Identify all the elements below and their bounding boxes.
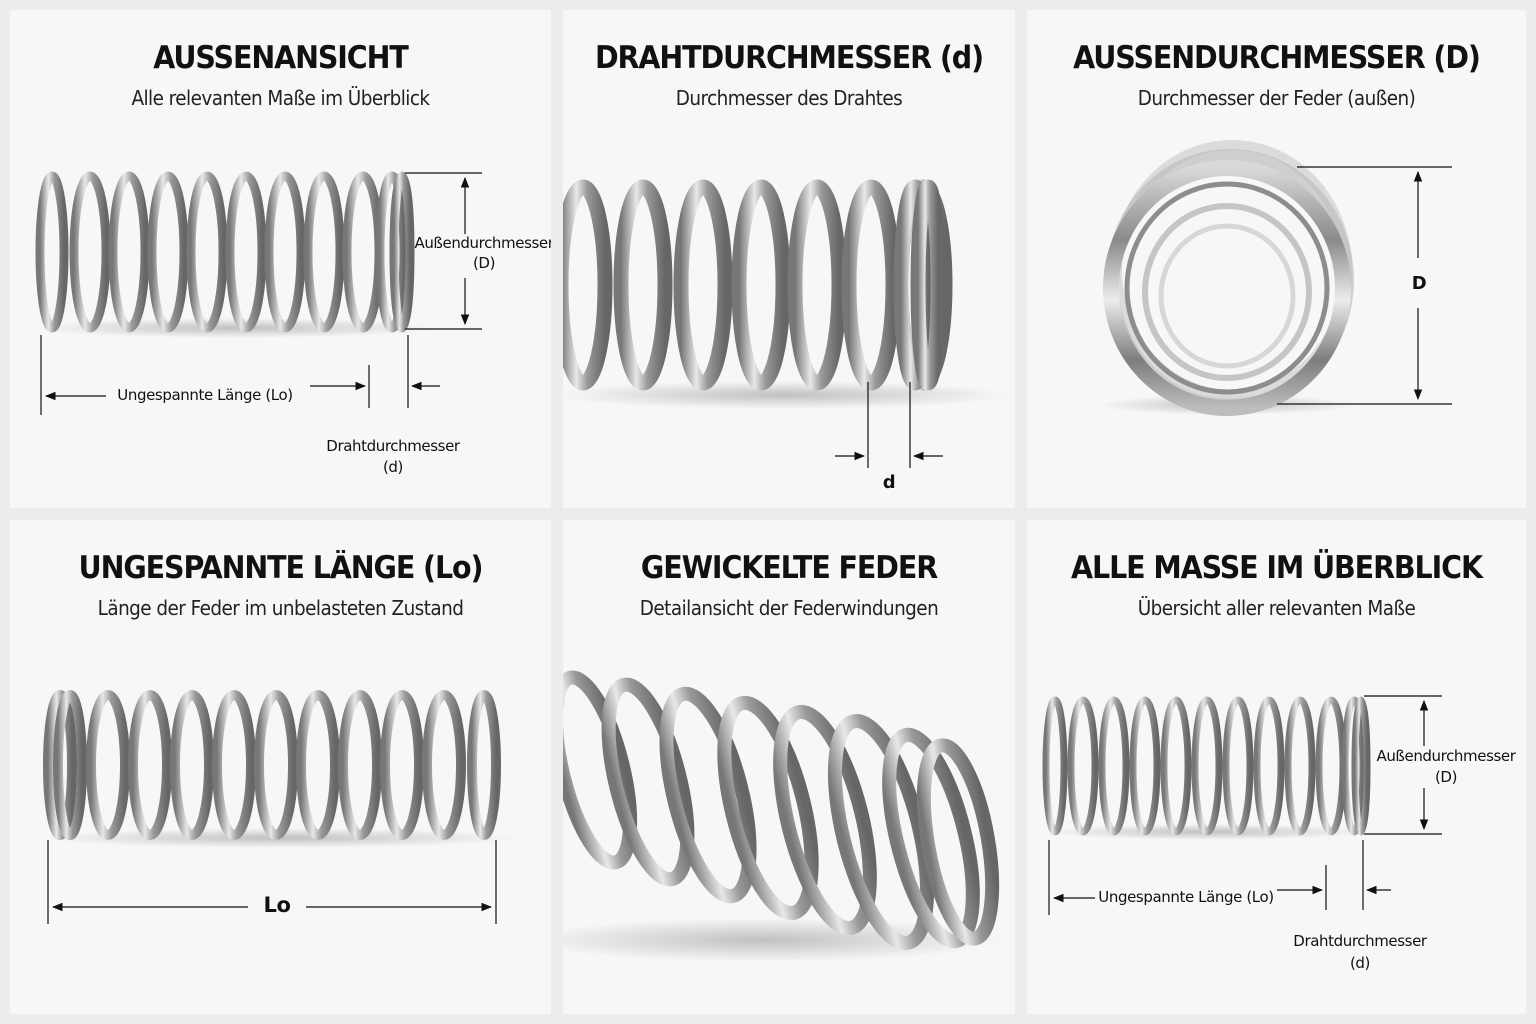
- spring-perspective-view: [563, 670, 1003, 962]
- spring-ring: [1103, 140, 1354, 416]
- panel-aussenansicht: AUSSENANSICHT Alle relevanten Maße im Üb…: [10, 10, 551, 508]
- dimension-lines: [1277, 166, 1452, 405]
- outer-diameter-label: Außendurchmesser (D): [1376, 747, 1516, 786]
- spring-coils: [43, 690, 501, 840]
- panel-subtitle: Länge der Feder im unbelasteten Zustand: [97, 596, 464, 620]
- outer-diameter-label: Außendurchmesser (D): [414, 234, 551, 272]
- spring-closeup: [563, 179, 1013, 468]
- spring-overview: [1042, 695, 1442, 915]
- wire-diameter-label: Drahtdurchmesser (d): [1293, 932, 1427, 972]
- panel-title: ALLE MASSE IM ÜBERBLICK: [1071, 550, 1483, 586]
- spring-end-view: [1097, 140, 1452, 416]
- spring-side-view: [35, 171, 482, 415]
- panel-aussendurchmesser: AUSSENDURCHMESSER (D) Durchmesser der Fe…: [1027, 10, 1526, 508]
- free-length-label: Ungespannte Länge (Lo): [117, 386, 293, 404]
- wire-diameter-label: Drahtdurchmesser (d): [326, 437, 460, 476]
- dimension-lines: [40, 172, 482, 415]
- panel-title: UNGESPANNTE LÄNGE (Lo): [78, 550, 484, 586]
- dimension-lines: [1048, 695, 1442, 915]
- panel-drahtdurchmesser: DRAHTDURCHMESSER (d) Durchmesser des Dra…: [563, 10, 1015, 508]
- spring-coils: [563, 179, 953, 391]
- panel-title: AUSSENANSICHT: [153, 40, 409, 76]
- panel-title: DRAHTDURCHMESSER (d): [594, 40, 984, 76]
- spring-coils: [563, 670, 1000, 950]
- panel-gewickelte-feder: GEWICKELTE FEDER Detailansicht der Feder…: [563, 520, 1015, 1014]
- spring-length-view: [40, 690, 520, 924]
- spring-coils: [1042, 696, 1371, 836]
- panel-subtitle: Übersicht aller relevanten Maße: [1137, 596, 1416, 620]
- spring-coils: [35, 171, 415, 333]
- dimension-lines: [47, 840, 497, 924]
- panel-subtitle: Durchmesser der Feder (außen): [1137, 86, 1416, 110]
- wire-diameter-label: d: [882, 472, 896, 493]
- free-length-label: Ungespannte Länge (Lo): [1098, 888, 1274, 906]
- outer-diameter-label: D: [1411, 273, 1427, 294]
- panel-subtitle: Detailansicht der Federwindungen: [639, 596, 939, 620]
- panel-alle-masse: ALLE MASSE IM ÜBERBLICK Übersicht aller …: [1027, 520, 1526, 1014]
- panel-subtitle: Alle relevanten Maße im Überblick: [131, 86, 430, 110]
- panel-ungespannte-laenge: UNGESPANNTE LÄNGE (Lo) Länge der Feder i…: [10, 520, 551, 1014]
- panel-title: AUSSENDURCHMESSER (D): [1073, 40, 1481, 76]
- dimension-lines: [835, 382, 943, 468]
- free-length-label: Lo: [263, 893, 291, 917]
- panel-title: GEWICKELTE FEDER: [640, 550, 938, 586]
- panel-subtitle: Durchmesser des Drahtes: [675, 86, 903, 110]
